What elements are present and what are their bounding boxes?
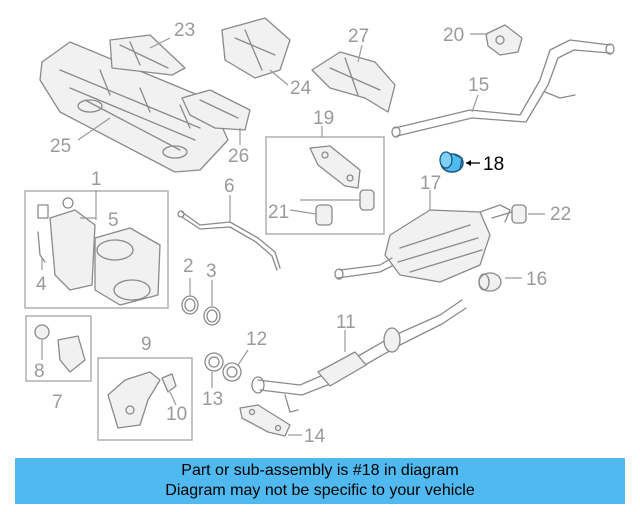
part-22-hanger [511, 204, 545, 224]
part-26-bracket [181, 89, 251, 145]
label-7: 7 [52, 392, 63, 413]
label-13: 13 [202, 389, 223, 410]
part-19-group-box [265, 126, 385, 235]
label-20: 20 [443, 25, 464, 46]
label-21: 21 [268, 202, 289, 223]
label-17: 17 [420, 173, 441, 194]
info-banner: Part or sub-assembly is #18 in diagram D… [15, 458, 625, 504]
banner-line-disclaimer: Diagram may not be specific to your vehi… [165, 482, 475, 499]
label-3: 3 [206, 261, 217, 282]
part-7-group-box [25, 315, 92, 382]
part-15-tail-pipe [391, 39, 615, 138]
label-23: 23 [174, 20, 195, 41]
part-20-hanger [470, 24, 523, 56]
label-22: 22 [550, 204, 571, 225]
label-4: 4 [36, 274, 47, 295]
exhaust-parts-diagram: 23 24 25 26 27 20 15 18 19 21 17 22 16 6… [24, 17, 615, 447]
label-15: 15 [468, 75, 489, 96]
banner-line-part: Part or sub-assembly is #18 in diagram [181, 462, 459, 479]
part-23-shield [109, 34, 186, 76]
label-19: 19 [313, 108, 334, 129]
part-18-clamp [439, 151, 480, 173]
part-1-group-box [24, 190, 169, 309]
label-1: 1 [91, 169, 102, 190]
label-14: 14 [304, 426, 326, 447]
label-8: 8 [34, 361, 45, 382]
label-16: 16 [526, 269, 547, 290]
label-6: 6 [224, 176, 235, 197]
part-9-group-box [97, 357, 193, 441]
label-24: 24 [290, 78, 312, 99]
label-10: 10 [166, 404, 187, 425]
label-5: 5 [108, 210, 119, 231]
label-26: 26 [228, 146, 249, 167]
label-2: 2 [183, 256, 194, 277]
part-17-muffler [334, 190, 513, 283]
part-6-pipe [177, 195, 281, 271]
part-12-13-gaskets [204, 349, 249, 388]
part-27-shield [311, 44, 396, 113]
label-25: 25 [50, 136, 71, 157]
label-11: 11 [336, 312, 356, 333]
part-14-bracket [239, 404, 302, 437]
part-2-3-gaskets [181, 278, 221, 326]
label-27: 27 [348, 26, 369, 47]
label-9: 9 [141, 334, 152, 355]
part-24-shield [221, 17, 291, 86]
label-12: 12 [246, 329, 267, 350]
part-16-clamp [478, 272, 522, 292]
part-11-front-pipe [251, 299, 467, 413]
label-18: 18 [483, 154, 504, 175]
